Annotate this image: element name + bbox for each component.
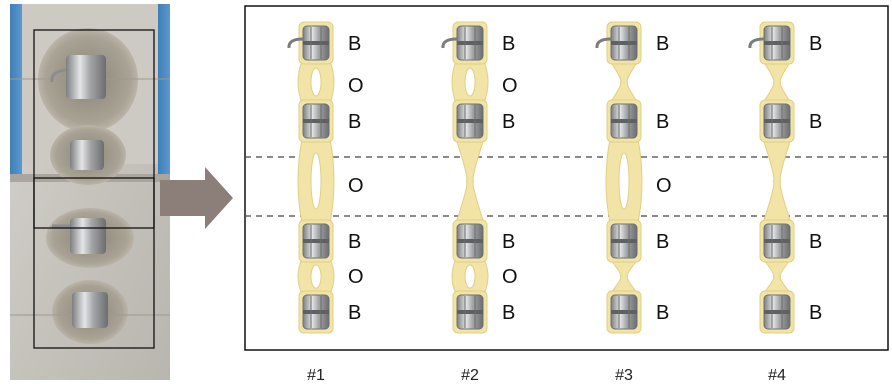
bracket-label: B (809, 33, 822, 55)
opening-label: O (656, 175, 672, 197)
bracket-label: B (809, 111, 822, 133)
configuration-id: #1 (307, 367, 325, 384)
bracket-label: B (348, 302, 361, 324)
bracket-label: B (656, 111, 669, 133)
bracket-label: B (656, 33, 669, 55)
opening-label: O (348, 75, 364, 97)
configuration-column: B B B B #4 (748, 21, 822, 384)
bracket-label: B (656, 302, 669, 324)
configuration-id: #2 (461, 367, 479, 384)
bracket-label: B (348, 231, 361, 253)
bracket-label: B (502, 33, 515, 55)
bracket-label: B (656, 231, 669, 253)
opening-label: O (502, 75, 518, 97)
resin-hole (618, 152, 630, 210)
bracket-label: B (348, 33, 361, 55)
resin-hole (464, 67, 476, 97)
bracket-label: B (348, 111, 361, 133)
bracket-label: B (502, 111, 515, 133)
right-arrow-icon (160, 167, 233, 229)
bracket-label: B (809, 302, 822, 324)
bracket-photo (10, 4, 170, 380)
bracket-label: B (502, 302, 515, 324)
configuration-id: #4 (768, 367, 786, 384)
resin-hole (464, 264, 476, 289)
opening-label: O (348, 266, 364, 288)
bracket-label: B (502, 231, 515, 253)
resin-hole (310, 264, 322, 289)
opening-label: O (502, 266, 518, 288)
opening-label: O (348, 175, 364, 197)
resin-hole (310, 67, 322, 97)
bracket-label: B (809, 231, 822, 253)
selection-box-top (33, 29, 155, 229)
resin-hole (310, 152, 322, 210)
configuration-column: B B O B B #3 (595, 21, 672, 384)
selection-box-bottom (33, 177, 155, 349)
configuration-id: #3 (615, 367, 633, 384)
